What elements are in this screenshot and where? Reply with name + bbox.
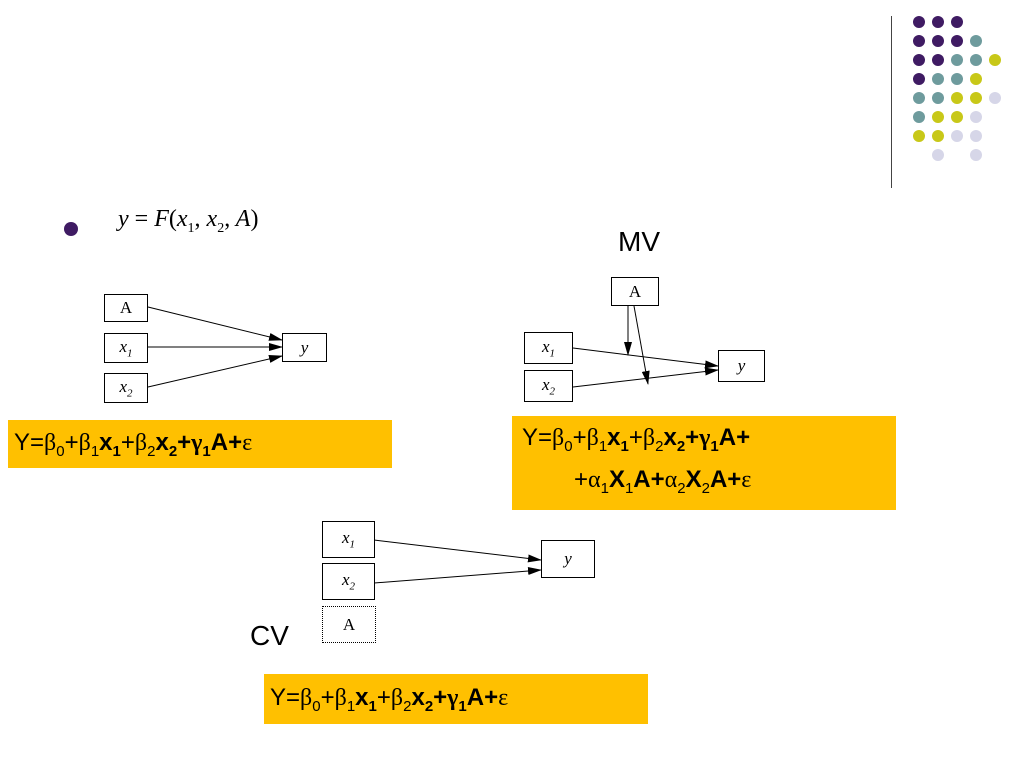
formula-paren-open: ( bbox=[168, 206, 177, 232]
equation-cv-text: Y=β0+β1x1+β2x2+γ1A+ε bbox=[270, 684, 509, 715]
equation-mv: Y=β0+β1x1+β2x2+γ1A+ +α1X1A+α2X2A+ε bbox=[512, 416, 896, 510]
arrow-A-to-y bbox=[147, 306, 283, 341]
label-cv: CV bbox=[250, 620, 289, 651]
formula-x1: x bbox=[176, 206, 188, 232]
grid-dot bbox=[932, 73, 944, 85]
arrow-x1-to-y bbox=[373, 539, 542, 563]
grid-dot bbox=[932, 92, 944, 104]
grid-dot bbox=[913, 73, 925, 85]
grid-dot bbox=[951, 16, 963, 28]
arrow-x1-to-y bbox=[572, 347, 719, 369]
equation-left: Y=β0+β1x1+β2x2+γ1A+ε bbox=[8, 420, 392, 468]
grid-dot bbox=[970, 130, 982, 142]
formula-F: F bbox=[154, 206, 169, 232]
grid-dot bbox=[932, 35, 944, 47]
box-x2: x2 bbox=[322, 563, 375, 600]
box-x2: x2 bbox=[104, 373, 148, 403]
grid-dot bbox=[970, 111, 982, 123]
box-y: y bbox=[541, 540, 595, 578]
box-x2-var: x bbox=[541, 374, 550, 394]
box-x1-label: x1 bbox=[542, 337, 555, 359]
box-x2: x2 bbox=[524, 370, 573, 402]
formula-x1-sub: 1 bbox=[187, 220, 195, 236]
equation-mv-line2: +α1X1A+α2X2A+ε bbox=[574, 466, 752, 497]
box-y: y bbox=[718, 350, 765, 382]
box-x2-sub: 2 bbox=[349, 580, 356, 593]
box-y-label: y bbox=[300, 337, 309, 357]
grid-dot bbox=[951, 92, 963, 104]
grid-dot bbox=[951, 54, 963, 66]
grid-dot bbox=[932, 111, 944, 123]
box-x1-label: x1 bbox=[342, 528, 355, 550]
bullet-dot bbox=[64, 222, 78, 236]
formula-equals: = bbox=[134, 206, 149, 232]
grid-dot bbox=[913, 92, 925, 104]
box-y-label: y bbox=[564, 549, 572, 568]
formula-comma: , bbox=[194, 206, 201, 232]
box-y: y bbox=[282, 333, 327, 362]
grid-dot bbox=[989, 54, 1001, 66]
box-x2-label: x2 bbox=[119, 377, 132, 399]
grid-dot bbox=[951, 35, 963, 47]
grid-dot bbox=[951, 73, 963, 85]
grid-dot bbox=[970, 35, 982, 47]
formula-comma: , bbox=[224, 206, 231, 232]
arrow-x2-to-y bbox=[373, 567, 542, 584]
grid-dot bbox=[970, 92, 982, 104]
grid-dot bbox=[970, 73, 982, 85]
box-x2-label: x2 bbox=[542, 375, 555, 397]
box-A-label: A bbox=[628, 281, 642, 301]
grid-dot bbox=[932, 149, 944, 161]
box-A: A bbox=[611, 277, 659, 306]
formula-x2: x bbox=[206, 206, 218, 232]
formula-paren-close: ) bbox=[250, 206, 259, 232]
box-x1-label: x1 bbox=[119, 337, 132, 359]
grid-dot bbox=[932, 54, 944, 66]
grid-dot bbox=[951, 130, 963, 142]
grid-dot bbox=[970, 149, 982, 161]
box-x2-sub: 2 bbox=[127, 387, 133, 400]
box-x1-sub: 1 bbox=[127, 347, 133, 360]
box-x1-var: x bbox=[119, 336, 128, 356]
box-x1: x1 bbox=[104, 333, 148, 363]
label-mv: MV bbox=[618, 226, 660, 257]
box-A-control: A bbox=[322, 606, 376, 643]
box-A: A bbox=[104, 294, 148, 322]
box-A-label: A bbox=[119, 298, 133, 317]
box-x2-var: x bbox=[119, 376, 128, 396]
box-x1-var: x bbox=[341, 528, 350, 548]
main-formula: y = F(x1, x2, A) bbox=[118, 206, 258, 237]
box-x1-sub: 1 bbox=[349, 538, 356, 551]
box-x2-sub: 2 bbox=[549, 385, 556, 398]
divider-line bbox=[891, 16, 892, 188]
formula-A: A bbox=[235, 206, 251, 232]
equation-mv-line1: Y=β0+β1x1+β2x2+γ1A+ bbox=[522, 424, 751, 455]
formula-y: y bbox=[118, 206, 129, 232]
grid-dot bbox=[913, 130, 925, 142]
grid-dot bbox=[913, 54, 925, 66]
box-y-label: y bbox=[737, 356, 746, 375]
arrow-x2-to-y bbox=[147, 355, 283, 388]
grid-dot bbox=[913, 111, 925, 123]
box-A-label: A bbox=[342, 614, 356, 634]
grid-dot bbox=[913, 16, 925, 28]
grid-dot bbox=[989, 92, 1001, 104]
equation-left-text: Y=β0+β1x1+β2x2+γ1A+ε bbox=[14, 429, 253, 460]
box-x1-var: x bbox=[541, 336, 550, 356]
grid-dot bbox=[932, 16, 944, 28]
arrow-A-moderates-x2 bbox=[633, 305, 650, 385]
equation-cv: Y=β0+β1x1+β2x2+γ1A+ε bbox=[264, 674, 648, 724]
grid-dot bbox=[970, 54, 982, 66]
box-x1: x1 bbox=[524, 332, 573, 364]
grid-dot bbox=[932, 130, 944, 142]
box-x2-label: x2 bbox=[342, 570, 355, 592]
box-x2-var: x bbox=[341, 570, 350, 590]
box-x1: x1 bbox=[322, 521, 375, 558]
formula-x2-sub: 2 bbox=[217, 220, 225, 236]
grid-dot bbox=[951, 111, 963, 123]
box-x1-sub: 1 bbox=[549, 347, 556, 360]
grid-dot bbox=[913, 35, 925, 47]
